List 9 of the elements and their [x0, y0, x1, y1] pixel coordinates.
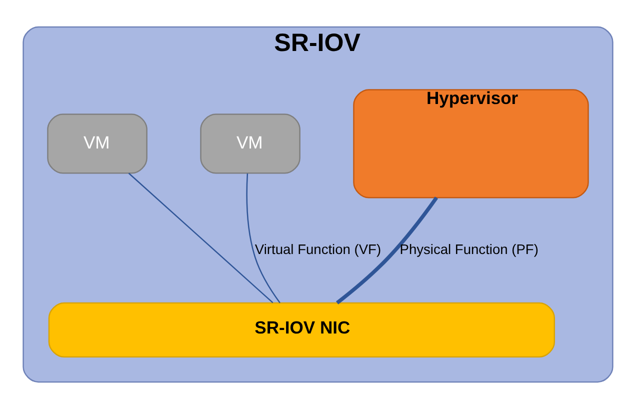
connector: [128, 172, 274, 304]
node-box: Hypervisor: [353, 89, 589, 198]
node-box: VM: [47, 114, 148, 174]
node-box: SR-IOV NIC: [48, 302, 556, 358]
connector: [246, 173, 280, 304]
edge-label: Physical Function (PF): [400, 242, 538, 257]
node-box: VM: [200, 114, 300, 174]
edge-label: Virtual Function (VF): [254, 242, 382, 257]
connector: [336, 196, 438, 304]
